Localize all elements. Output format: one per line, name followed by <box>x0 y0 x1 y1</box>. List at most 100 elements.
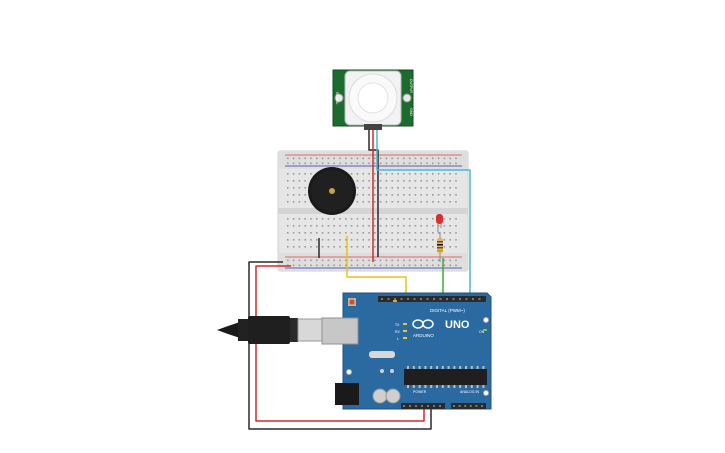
breadboard-hole <box>316 162 318 165</box>
breadboard-hole <box>455 264 457 267</box>
breadboard-hole <box>408 157 411 160</box>
breadboard-hole <box>374 157 376 160</box>
breadboard-hole <box>310 239 312 241</box>
breadboard-hole <box>304 194 306 196</box>
breadboard-hole <box>362 264 364 267</box>
breadboard-hole <box>420 187 422 189</box>
breadboard-hole <box>310 225 312 227</box>
breadboard-hole <box>437 225 440 227</box>
piezo-buzzer[interactable] <box>308 167 356 215</box>
on-label: ON <box>479 330 485 334</box>
breadboard-hole <box>449 218 451 220</box>
red-led[interactable] <box>436 214 443 232</box>
breadboard-hole <box>449 187 451 189</box>
breadboard-holes <box>287 157 457 267</box>
breadboard-hole <box>426 187 428 189</box>
usb-cable[interactable] <box>217 316 327 344</box>
power-header-label: POWER <box>413 390 427 394</box>
arduino-uno-board[interactable]: DIGITAL (PWM~) UNO ARDUINO TX RX L ON PO… <box>321 292 492 410</box>
breadboard-hole <box>316 239 318 241</box>
breadboard-hole <box>403 173 405 175</box>
breadboard-hole <box>298 194 301 196</box>
breadboard-hole <box>304 225 306 227</box>
breadboard-hole <box>408 259 411 262</box>
breadboard-hole <box>350 239 353 241</box>
breadboard-hole <box>397 246 399 248</box>
led-label-rx: RX <box>395 330 401 334</box>
breadboard-hole <box>287 246 289 248</box>
breadboard-hole <box>391 194 393 196</box>
breadboard-hole <box>432 239 434 241</box>
breadboard-hole <box>292 232 295 234</box>
breadboard-hole <box>443 264 446 267</box>
breadboard-hole <box>374 218 376 220</box>
breadboard-hole <box>432 180 434 182</box>
resistor[interactable] <box>437 232 443 262</box>
breadboard-hole <box>414 232 417 234</box>
breadboard-hole <box>397 239 399 241</box>
breadboard-hole <box>316 218 318 220</box>
breadboard-hole <box>356 225 359 227</box>
breadboard-hole <box>385 194 388 196</box>
arduino-brand-label: ARDUINO <box>413 333 434 338</box>
breadboard-hole <box>368 180 370 182</box>
breadboard-hole <box>455 180 457 182</box>
chip-pin <box>436 385 438 388</box>
breadboard-hole <box>368 232 370 234</box>
breadboard-hole <box>437 264 440 267</box>
wires <box>248 130 471 430</box>
uno-label: UNO <box>445 319 470 331</box>
wire-gnd-black[interactable] <box>248 261 432 430</box>
breadboard-hole <box>368 194 370 196</box>
breadboard-hole <box>368 201 370 203</box>
breadboard-hole <box>426 246 428 248</box>
breadboard-hole <box>350 246 353 248</box>
breadboard-hole <box>379 180 382 182</box>
breadboard-hole <box>408 201 411 203</box>
breadboard-hole <box>426 218 428 220</box>
breadboard-hole <box>420 264 422 267</box>
breadboard-hole <box>455 201 457 203</box>
breadboard-hole <box>391 201 393 203</box>
wire-5v-red[interactable] <box>255 265 425 422</box>
chip-pin <box>412 366 415 369</box>
breadboard-hole <box>397 162 399 165</box>
breadboard-hole <box>327 259 330 262</box>
breadboard-hole <box>403 259 405 262</box>
digital-pin <box>420 298 422 300</box>
breadboard-hole <box>356 246 359 248</box>
breadboard-hole <box>391 264 393 267</box>
breadboard-hole <box>327 232 330 234</box>
breadboard-hole <box>310 157 312 160</box>
arduino-infinity-logo <box>412 319 434 329</box>
pir-motion-sensor[interactable]: SIGNAL OUTPUT GND <box>332 69 414 130</box>
breadboard-hole <box>449 239 451 241</box>
breadboard-hole <box>420 173 422 175</box>
breadboard-hole <box>339 218 341 220</box>
breadboard-hole <box>420 180 422 182</box>
breadboard-hole <box>362 239 364 241</box>
breadboard-hole <box>374 194 376 196</box>
breadboard-hole <box>414 173 417 175</box>
breadboard-hole <box>391 157 393 160</box>
breadboard-hole <box>414 187 417 189</box>
wire-buzzer-yellow[interactable] <box>346 236 407 297</box>
breadboard-hole <box>345 218 347 220</box>
breadboard-hole <box>414 218 417 220</box>
breadboard-hole <box>385 264 388 267</box>
breadboard-hole <box>391 239 393 241</box>
wire-pir-signal-cyan[interactable] <box>376 130 471 297</box>
breadboard-hole <box>455 162 457 165</box>
breadboard-hole <box>391 259 393 262</box>
breadboard-hole <box>298 187 301 189</box>
breadboard-hole <box>362 194 364 196</box>
breadboard-hole <box>391 246 393 248</box>
breadboard-hole <box>316 232 318 234</box>
breadboard-hole <box>408 225 411 227</box>
breadboard-hole <box>368 162 370 165</box>
breadboard-hole <box>321 218 324 220</box>
breadboard-hole <box>362 225 364 227</box>
breadboard-hole <box>379 259 382 262</box>
breadboard-hole <box>339 162 341 165</box>
breadboard-hole <box>379 232 382 234</box>
